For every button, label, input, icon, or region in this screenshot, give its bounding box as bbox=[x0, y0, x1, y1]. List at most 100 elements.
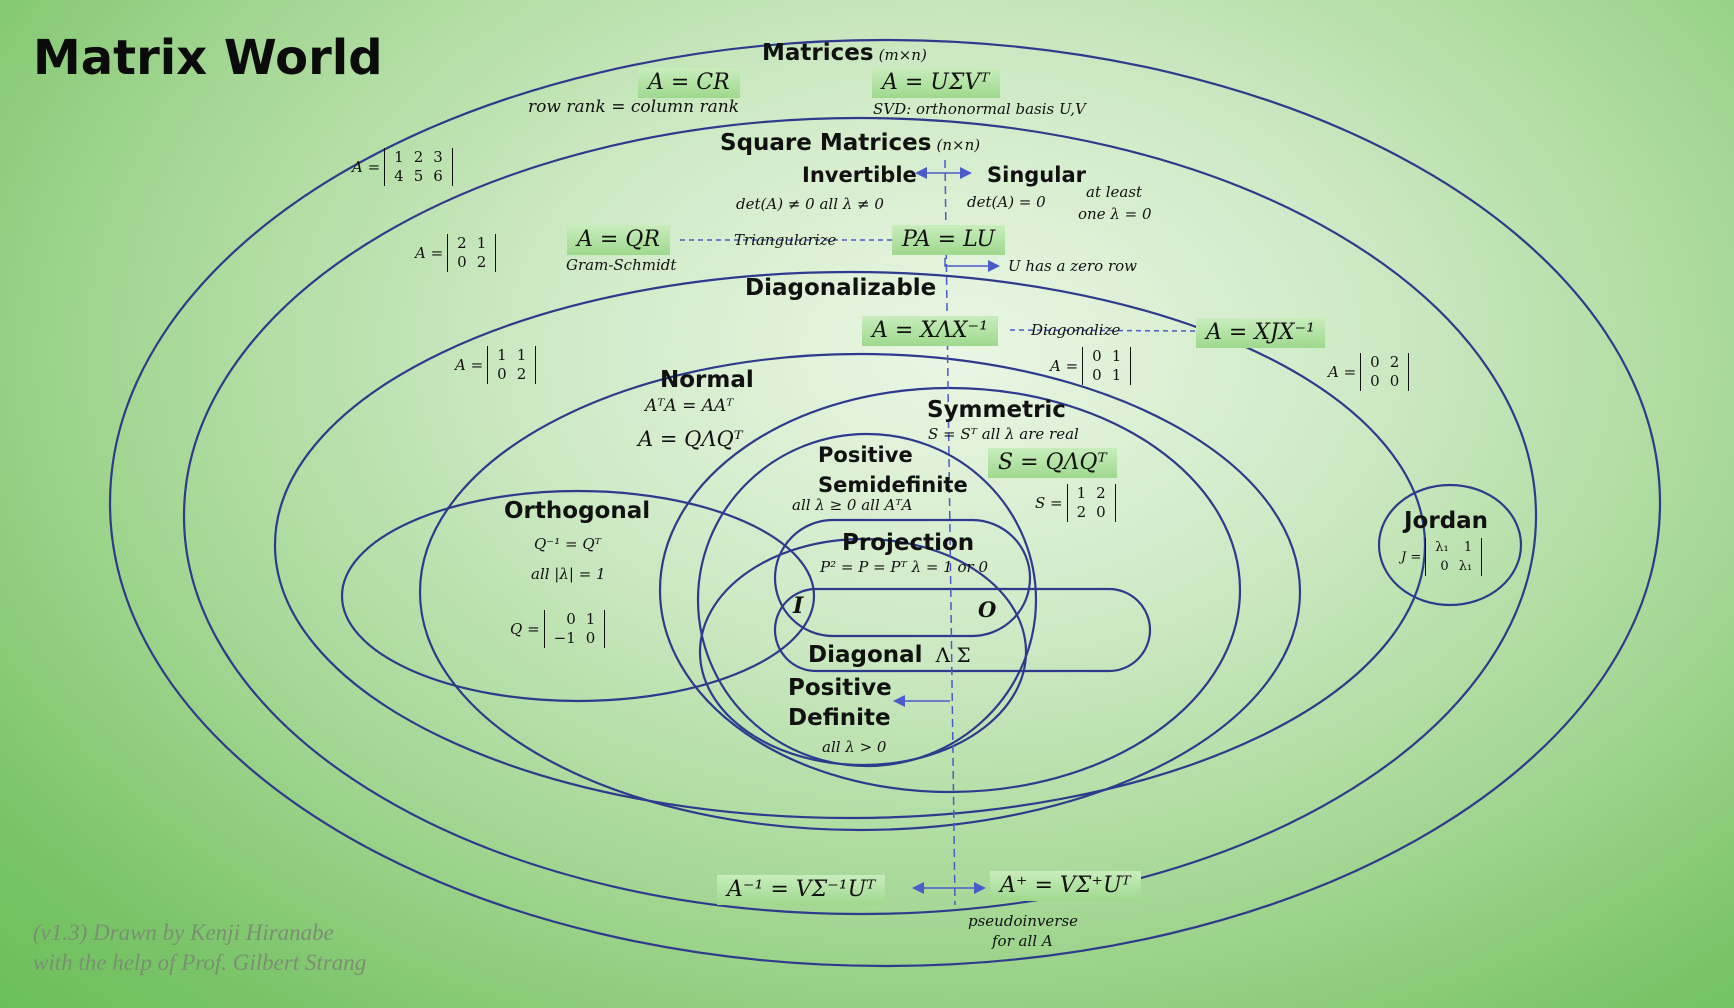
formula-inverse-svd: A⁻¹ = VΣ⁻¹Uᵀ bbox=[717, 875, 886, 905]
formula-cr: A = CR bbox=[638, 68, 740, 98]
formula-qr: A = QR bbox=[567, 225, 670, 255]
psd-label-1: Positive bbox=[818, 443, 913, 467]
diagonalize-label: Diagonalize bbox=[1031, 321, 1121, 339]
example-matrix-jordan-label: J = bbox=[1401, 549, 1422, 565]
cr-note: row rank = column rank bbox=[528, 97, 740, 117]
formula-xjx: A = XJX⁻¹ bbox=[1196, 318, 1325, 348]
psd-label-2: Semidefinite bbox=[818, 473, 968, 497]
cell: 0 bbox=[457, 253, 467, 271]
orthogonal-condition-2: all |λ| = 1 bbox=[531, 565, 606, 583]
cell: λ₁ bbox=[1435, 540, 1449, 555]
square-heading: Square Matrices (n×n) bbox=[720, 130, 980, 156]
pd-condition: all λ > 0 bbox=[822, 738, 887, 756]
diagonal-label: Diagonal bbox=[808, 642, 923, 668]
example-matrix-2x3-label: A = bbox=[352, 158, 381, 176]
cell: 1 bbox=[585, 610, 596, 628]
cell: 1 bbox=[394, 148, 404, 166]
singular-note-2: one λ = 0 bbox=[1078, 205, 1152, 223]
example-matrix-square-label: A = bbox=[415, 244, 444, 262]
normal-decomposition: A = QΛQᵀ bbox=[638, 427, 743, 451]
pd-arrow-head bbox=[893, 695, 905, 707]
example-matrix-nilpotent-label: A = bbox=[1328, 363, 1357, 381]
formula-pseudoinverse: A⁺ = VΣ⁺Uᵀ bbox=[990, 871, 1141, 901]
page-title: Matrix World bbox=[33, 30, 383, 86]
square-dim: (n×n) bbox=[936, 136, 981, 154]
cell: 2 bbox=[413, 148, 424, 166]
pinv-arrow-right-head bbox=[974, 882, 986, 894]
credit: (v1.3) Drawn by Kenji Hiranabe with the … bbox=[33, 918, 366, 978]
identity-label: I bbox=[793, 593, 804, 619]
singular-condition: det(A) = 0 bbox=[967, 193, 1046, 211]
cell: λ₁ bbox=[1458, 559, 1473, 574]
cell: 5 bbox=[413, 167, 424, 185]
normal-region bbox=[418, 352, 1302, 832]
triangularize-label: Triangularize bbox=[734, 231, 837, 249]
cell: 2 bbox=[1096, 484, 1106, 502]
cell: 1 bbox=[1076, 484, 1087, 502]
cell: 0 bbox=[585, 629, 596, 647]
square-label: Square Matrices bbox=[720, 130, 932, 156]
example-matrix-jordan: J = λ₁ 0 1 λ₁ bbox=[1401, 538, 1483, 576]
pinv-arrow-left-head bbox=[912, 882, 924, 894]
cell: 3 bbox=[433, 148, 443, 166]
matrices-region bbox=[108, 38, 1662, 968]
diagonalize-line bbox=[1009, 329, 1201, 332]
credit-line-1: (v1.3) Drawn by Kenji Hiranabe bbox=[33, 920, 334, 945]
jordan-label: Jordan bbox=[1404, 508, 1489, 534]
cell: 1 bbox=[1463, 540, 1473, 555]
diagonal-region bbox=[773, 587, 1152, 673]
pseudoinverse-note-2: for all A bbox=[992, 932, 1053, 950]
cell: 2 bbox=[1076, 503, 1087, 521]
diagonalizable-region bbox=[273, 270, 1427, 820]
cell: 2 bbox=[516, 365, 527, 383]
diagonal-heading: Diagonal Λ Σ bbox=[808, 642, 971, 668]
matrices-heading: Matrices (m×n) bbox=[762, 40, 927, 66]
svd-note: SVD: orthonormal basis U,V bbox=[873, 100, 1086, 118]
pd-region bbox=[698, 537, 1028, 767]
cell: 1 bbox=[497, 346, 507, 364]
example-matrix-symmetric-label: S = bbox=[1035, 494, 1063, 512]
example-matrix-orthogonal-label: Q = bbox=[510, 620, 540, 638]
cell: 1 bbox=[516, 346, 527, 364]
formula-spectral: S = QΛQᵀ bbox=[988, 448, 1117, 478]
zero-label: O bbox=[978, 597, 997, 622]
cell: 2 bbox=[1389, 353, 1400, 371]
invertible-label: Invertible bbox=[802, 163, 917, 187]
orthogonal-region bbox=[340, 489, 816, 703]
invertible-singular-divider bbox=[944, 159, 956, 906]
cell: 1 bbox=[1111, 366, 1122, 384]
symmetric-label: Symmetric bbox=[927, 397, 1066, 423]
pseudoinverse-note-1: pseudoinverse bbox=[968, 912, 1079, 930]
cell: 1 bbox=[1111, 347, 1122, 365]
pd-label-1: Positive bbox=[788, 675, 892, 701]
projection-region bbox=[773, 518, 1032, 638]
cell: 0 bbox=[1370, 353, 1380, 371]
projection-condition: P² = P = Pᵀ λ = 1 or 0 bbox=[820, 558, 989, 576]
cell: 0 bbox=[1440, 559, 1449, 574]
cell: 2 bbox=[476, 253, 487, 271]
cell: 2 bbox=[457, 234, 467, 252]
qr-note: Gram-Schmidt bbox=[566, 256, 677, 274]
example-matrix-diagonalizable-label: A = bbox=[455, 356, 484, 374]
singular-label: Singular bbox=[987, 163, 1086, 187]
jordan-region bbox=[1377, 483, 1523, 607]
invertible-condition: det(A) ≠ 0 all λ ≠ 0 bbox=[736, 195, 884, 213]
zero-row-arrow-line bbox=[944, 258, 995, 267]
cell: 1 bbox=[476, 234, 487, 252]
matrices-label: Matrices bbox=[762, 40, 874, 66]
diagonalizable-label: Diagonalizable bbox=[745, 275, 937, 301]
cell: 0 bbox=[1092, 347, 1102, 365]
formula-svd: A = UΣVᵀ bbox=[872, 68, 1000, 98]
cell: 0 bbox=[497, 365, 507, 383]
cell: 6 bbox=[433, 167, 443, 185]
cell: 4 bbox=[394, 167, 404, 185]
arrow-right-head bbox=[960, 167, 972, 179]
cell: 0 bbox=[566, 610, 576, 628]
example-matrix-non-diagonalizable-label: A = bbox=[1050, 357, 1079, 375]
